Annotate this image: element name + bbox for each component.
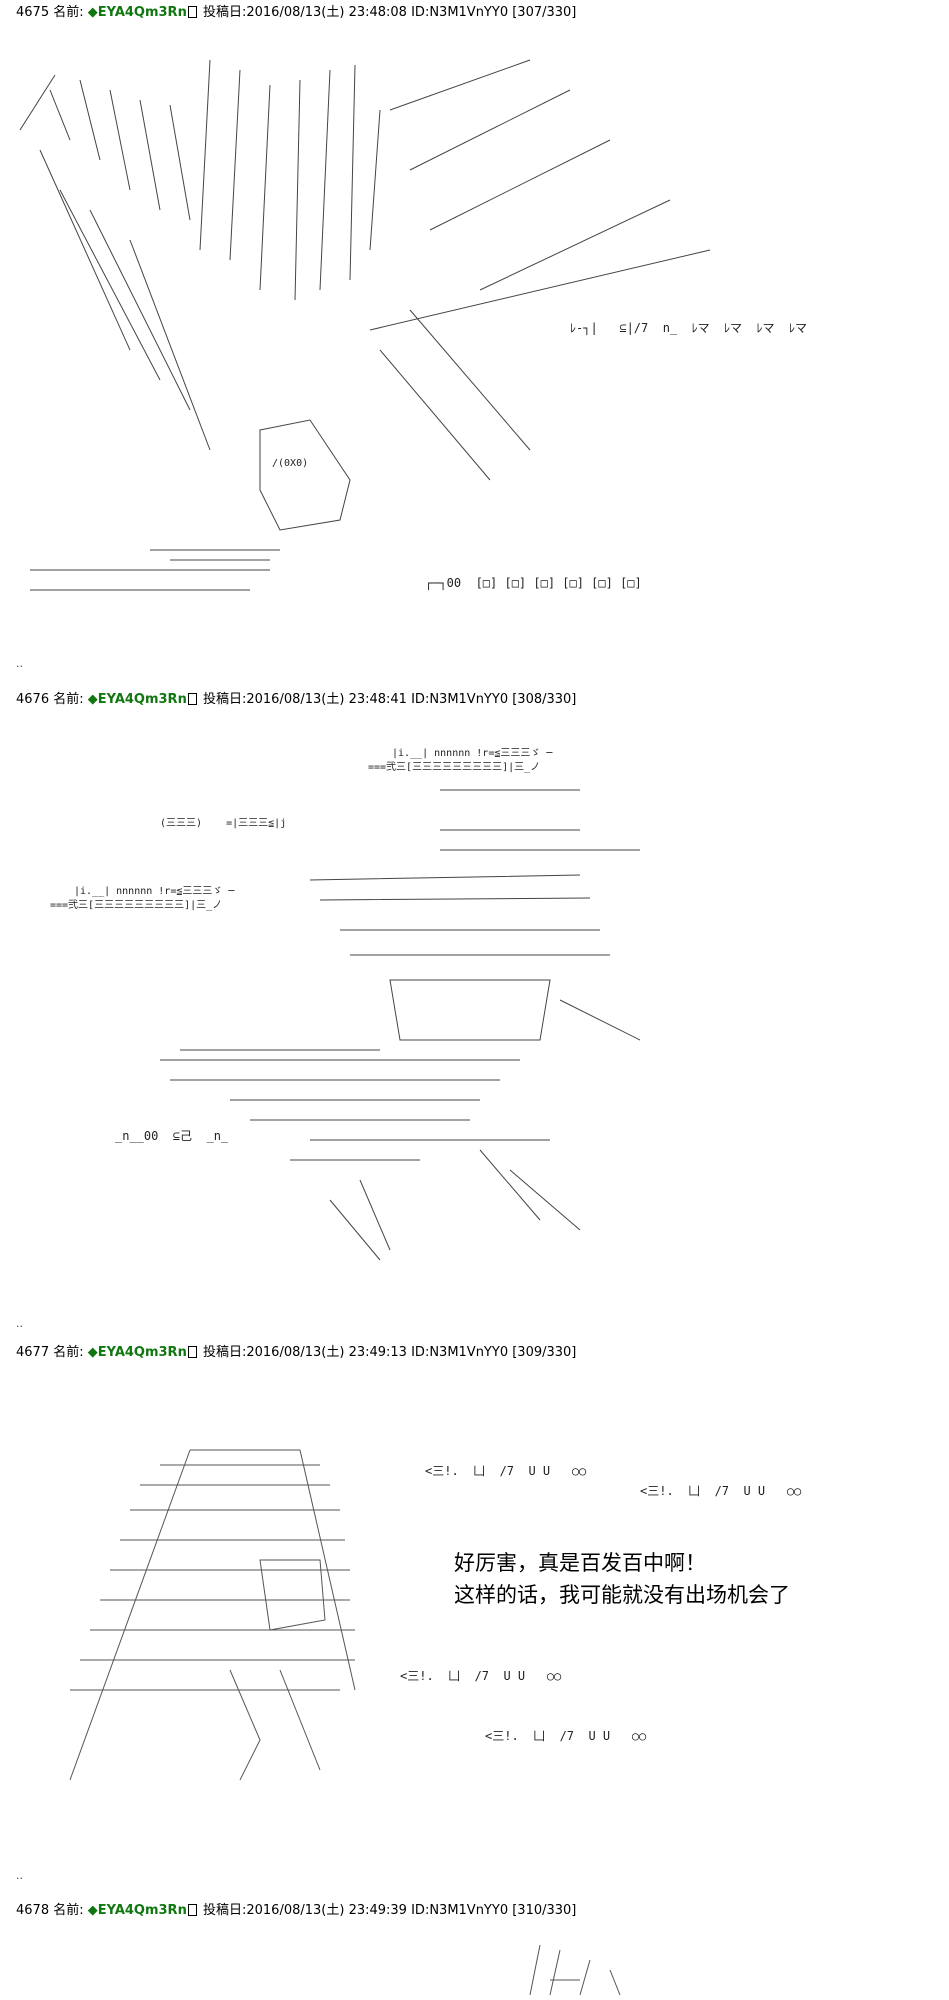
poster-tripcode[interactable]: ◆EYA4Qm3Rn [87, 5, 187, 20]
post-datetime: 2016/08/13(土) 23:48:08 [246, 5, 407, 20]
ascii-art-line: ===弐三[三三三三三三三三三]|三_ノ [368, 762, 541, 773]
ascii-art-face: /(0X0) [272, 458, 309, 469]
missing-glyph-icon [187, 693, 197, 705]
ascii-art-sfx: <三!. 凵 /7 U U ○○ [425, 1464, 587, 1478]
poster-tripcode[interactable]: ◆EYA4Qm3Rn [87, 692, 187, 707]
post-header-4675: 4675 名前: ◆EYA4Qm3Rn 投稿日:2016/08/13(土) 23… [16, 5, 576, 21]
name-label: 名前: [53, 1345, 84, 1360]
ascii-art-post-4675 [19, 59, 711, 591]
poster-tripcode[interactable]: ◆EYA4Qm3Rn [87, 1345, 187, 1360]
ascii-art-sfx: ┌─┐00 [□] [□] [□] [□] [□] [□] [425, 576, 642, 590]
posted-label: 投稿日: [202, 1903, 247, 1918]
post-separator: .. [16, 657, 23, 670]
post-header-4676: 4676 名前: ◆EYA4Qm3Rn 投稿日:2016/08/13(土) 23… [16, 692, 576, 708]
post-datetime: 2016/08/13(土) 23:49:13 [246, 1345, 407, 1360]
post-datetime: 2016/08/13(土) 23:48:41 [246, 692, 407, 707]
ascii-art-sfx: <三!. 凵 /7 U U ○○ [485, 1729, 647, 1743]
post-number: 4677 [16, 1345, 50, 1360]
ascii-art-sfx: <三!. 凵 /7 U U ○○ [640, 1484, 802, 1498]
post-counter: [307/330] [512, 5, 577, 20]
posted-label: 投稿日: [202, 5, 247, 20]
posted-label: 投稿日: [202, 692, 247, 707]
post-counter: [310/330] [512, 1903, 577, 1918]
ascii-art-post-4678 [529, 1944, 621, 1996]
post-datetime: 2016/08/13(土) 23:49:39 [246, 1903, 407, 1918]
posted-label: 投稿日: [202, 1345, 247, 1360]
post-id[interactable]: ID:N3M1VnYY0 [411, 692, 509, 707]
ascii-art-post-4676 [160, 789, 640, 1261]
ascii-art-post-4677 [69, 1449, 356, 1781]
name-label: 名前: [53, 5, 84, 20]
post-counter: [309/330] [512, 1345, 577, 1360]
dialogue-text: 好厉害，真是百发百中啊！ 这样的话，我可能就没有出场机会了 [454, 1547, 790, 1611]
post-counter: [308/330] [512, 692, 577, 707]
post-number: 4678 [16, 1903, 50, 1918]
post-separator: .. [16, 1869, 23, 1882]
ascii-art-line: (三三三) =|三三三≦|j [160, 818, 287, 829]
missing-glyph-icon [187, 1904, 197, 1916]
post-number: 4675 [16, 5, 50, 20]
post-header-4677: 4677 名前: ◆EYA4Qm3Rn 投稿日:2016/08/13(土) 23… [16, 1345, 576, 1361]
ascii-art-line: |i.__| nnnnnn !r=≦三三三ゞ ─ [74, 886, 235, 897]
post-id[interactable]: ID:N3M1VnYY0 [411, 1903, 509, 1918]
post-separator: .. [16, 1317, 23, 1330]
name-label: 名前: [53, 692, 84, 707]
post-header-4678: 4678 名前: ◆EYA4Qm3Rn 投稿日:2016/08/13(土) 23… [16, 1903, 576, 1919]
poster-tripcode[interactable]: ◆EYA4Qm3Rn [87, 1903, 187, 1918]
missing-glyph-icon [187, 6, 197, 18]
name-label: 名前: [53, 1903, 84, 1918]
missing-glyph-icon [187, 1346, 197, 1358]
dialogue-line-1: 好厉害，真是百发百中啊！ [454, 1551, 706, 1575]
dialogue-line-2: 这样的话，我可能就没有出场机会了 [454, 1583, 790, 1607]
ascii-art-line: ===弐三[三三三三三三三三三]|三_ノ [50, 900, 223, 911]
post-id[interactable]: ID:N3M1VnYY0 [411, 1345, 509, 1360]
post-number: 4676 [16, 692, 50, 707]
ascii-art-sfx: ﾚ-┐| ⊆|/7 n_ ﾚマ ﾚマ ﾚマ ﾚマ [570, 321, 807, 335]
post-id[interactable]: ID:N3M1VnYY0 [411, 5, 509, 20]
ascii-art-line: |i.__| nnnnnn !r=≦三三三ゞ ─ [392, 748, 553, 759]
ascii-art-sfx: <三!. 凵 /7 U U ○○ [400, 1669, 562, 1683]
ascii-art-sfx: _n__00 ⊆己 _n_ [115, 1129, 229, 1143]
